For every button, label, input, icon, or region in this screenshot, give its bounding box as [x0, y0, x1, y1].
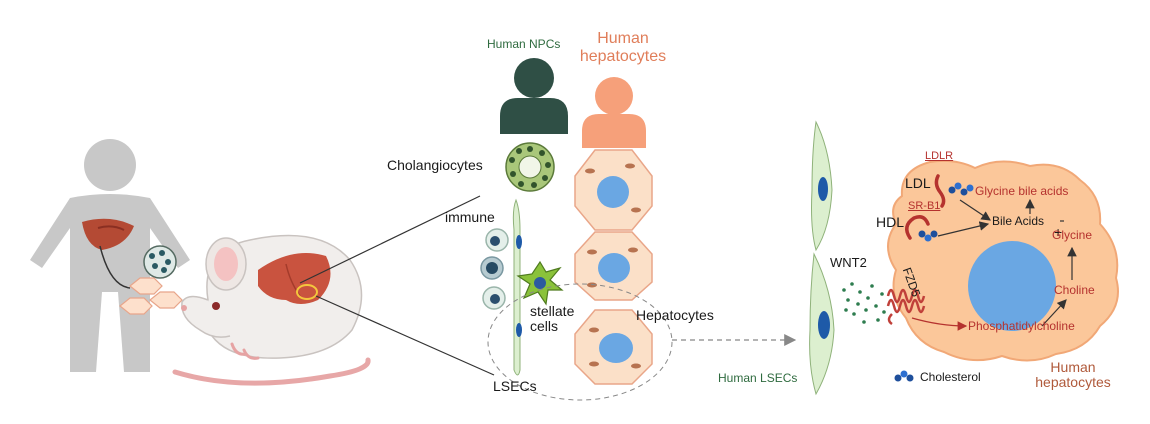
- label-bile-acids: Bile Acids: [992, 214, 1045, 228]
- label-lsecs: LSECs: [493, 378, 537, 394]
- label-immune: immune: [445, 209, 495, 225]
- human-lsec-cell-top: [811, 120, 833, 252]
- label-choline: Choline: [1054, 283, 1095, 297]
- hepatocyte-column: [574, 149, 653, 385]
- sinusoid-lsec-strip: [512, 198, 522, 376]
- label-ldlr: LDLR: [925, 150, 954, 162]
- label-human-npcs: Human NPCs: [487, 37, 561, 51]
- zoom-line-top: [299, 195, 481, 284]
- zoom-line-bottom: [315, 295, 495, 376]
- label-sr-b1: SR-B1: [908, 200, 941, 212]
- label-glycine: Glycine: [1052, 228, 1093, 242]
- ldl-particles: [948, 182, 974, 196]
- label-human-hepatocytes-bottom: Human hepatocytes: [1035, 359, 1111, 391]
- hepatocyte-cell-1: [574, 149, 653, 231]
- hepatocyte-nucleus: [968, 241, 1056, 331]
- label-hdl: HDL: [876, 214, 905, 230]
- hdl-particles: [918, 230, 938, 242]
- label-wnt2: WNT2: [830, 255, 867, 270]
- label-ldl: LDL: [905, 175, 931, 191]
- human-lsec-cell-bottom: [809, 252, 835, 396]
- label-stellate-cells: stellate cells: [530, 303, 575, 335]
- pathway-arrows: [911, 198, 1077, 331]
- isolated-cells-cluster-icon: [119, 245, 183, 315]
- mouse-liver: [258, 253, 331, 304]
- stellate-cell: [516, 260, 564, 306]
- human-silhouette: [30, 139, 190, 372]
- sr-b1-receptor: [905, 215, 930, 240]
- label-human-hepatocytes-top: Human hepatocytes: [579, 30, 667, 65]
- ldlr-receptor: [934, 174, 946, 208]
- hepatocyte-cell-2: [574, 231, 653, 301]
- human-hepatocytes-person-icon: [582, 77, 646, 148]
- cholangiocyte-ring: [505, 142, 555, 192]
- label-cholesterol: Cholesterol: [920, 370, 981, 384]
- immune-cells: [480, 228, 509, 310]
- big-hepatocyte: [887, 159, 1119, 362]
- label-plus: +: [1054, 224, 1063, 240]
- cholesterol-legend-icon: [894, 370, 914, 382]
- dashed-zoom-circle: [487, 283, 673, 401]
- label-phosphatidylcholine: Phosphatidylcholine: [968, 319, 1075, 333]
- fzd5-receptor: [886, 288, 926, 326]
- human-liver-icon: [82, 218, 134, 289]
- label-hepatocytes: Hepatocytes: [636, 307, 714, 323]
- human-npcs-person-icon: [500, 58, 568, 134]
- wnt2-ligand-dots: [842, 282, 886, 324]
- mouse-illustration: [172, 234, 371, 386]
- label-human-lsecs: Human LSECs: [718, 371, 798, 385]
- hepatocyte-cell-3: [574, 309, 653, 385]
- label-cholangiocytes: Cholangiocytes: [387, 157, 483, 173]
- label-glycine-bile-acids: Glycine bile acids: [975, 184, 1069, 198]
